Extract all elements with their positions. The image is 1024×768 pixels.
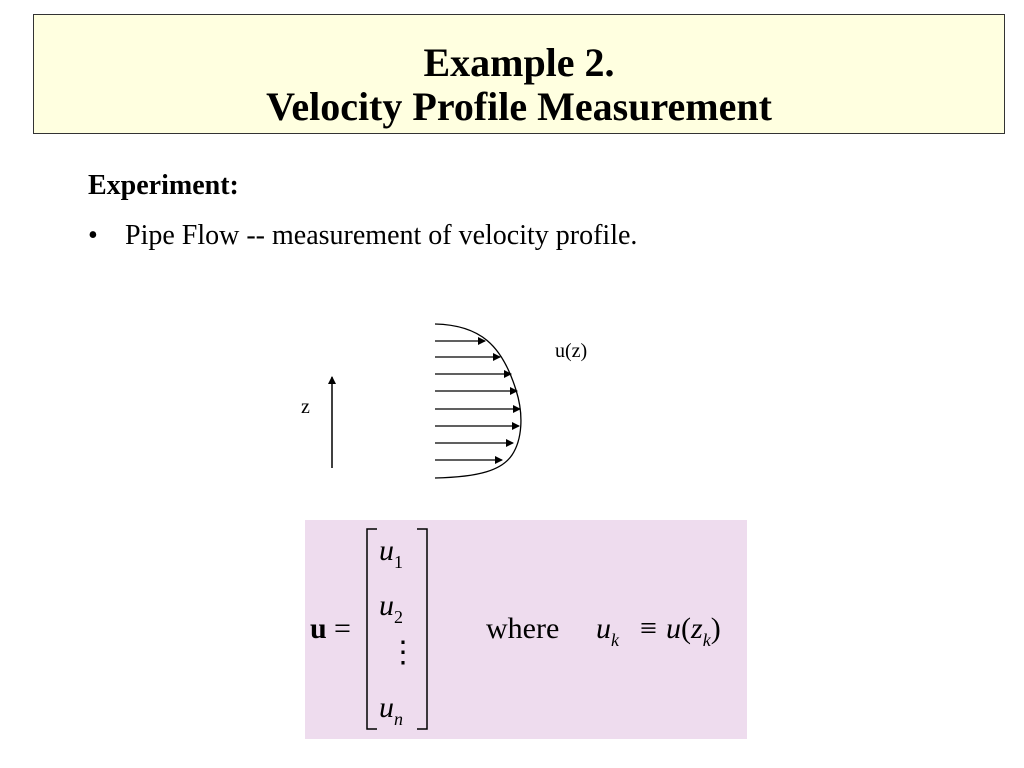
- slide-title-line-1: Example 2.: [423, 40, 615, 85]
- bullet-text: Pipe Flow -- measurement of velocity pro…: [125, 220, 638, 251]
- velocity-profile-curve: [434, 323, 522, 479]
- title-box: Example 2. Velocity Profile Measurement: [33, 14, 1005, 134]
- matrix-entry-2: u2: [379, 589, 403, 628]
- bullet-item: • Pipe Flow -- measurement of velocity pr…: [88, 220, 637, 252]
- where-text: where: [486, 612, 560, 645]
- slide-title-line-2: Velocity Profile Measurement: [266, 84, 772, 129]
- matrix-entry-1: u1: [379, 534, 403, 573]
- z-axis-label: z: [301, 396, 310, 418]
- bullet-marker: •: [88, 220, 98, 251]
- velocity-profile-figure: [328, 323, 522, 479]
- matrix-brackets: [366, 528, 428, 730]
- formula-box: u = u1 u2 ⋮ un where uk ≡ u(zk): [305, 520, 747, 739]
- right-bracket: [417, 528, 428, 730]
- matrix-entry-n: un: [379, 691, 403, 730]
- experiment-heading: Experiment:: [88, 170, 239, 201]
- left-bracket: [366, 528, 377, 730]
- equiv-sign: ≡: [640, 612, 657, 645]
- profile-label: u(z): [555, 340, 588, 362]
- vector-symbol: u: [310, 612, 327, 645]
- definition-rhs: u(zk): [666, 612, 721, 651]
- matrix-vdots: ⋮: [388, 636, 418, 669]
- velocity-profile-diagram: u(z) z: [280, 315, 640, 490]
- definition-lhs: uk: [596, 612, 619, 651]
- equals-sign: =: [334, 612, 351, 645]
